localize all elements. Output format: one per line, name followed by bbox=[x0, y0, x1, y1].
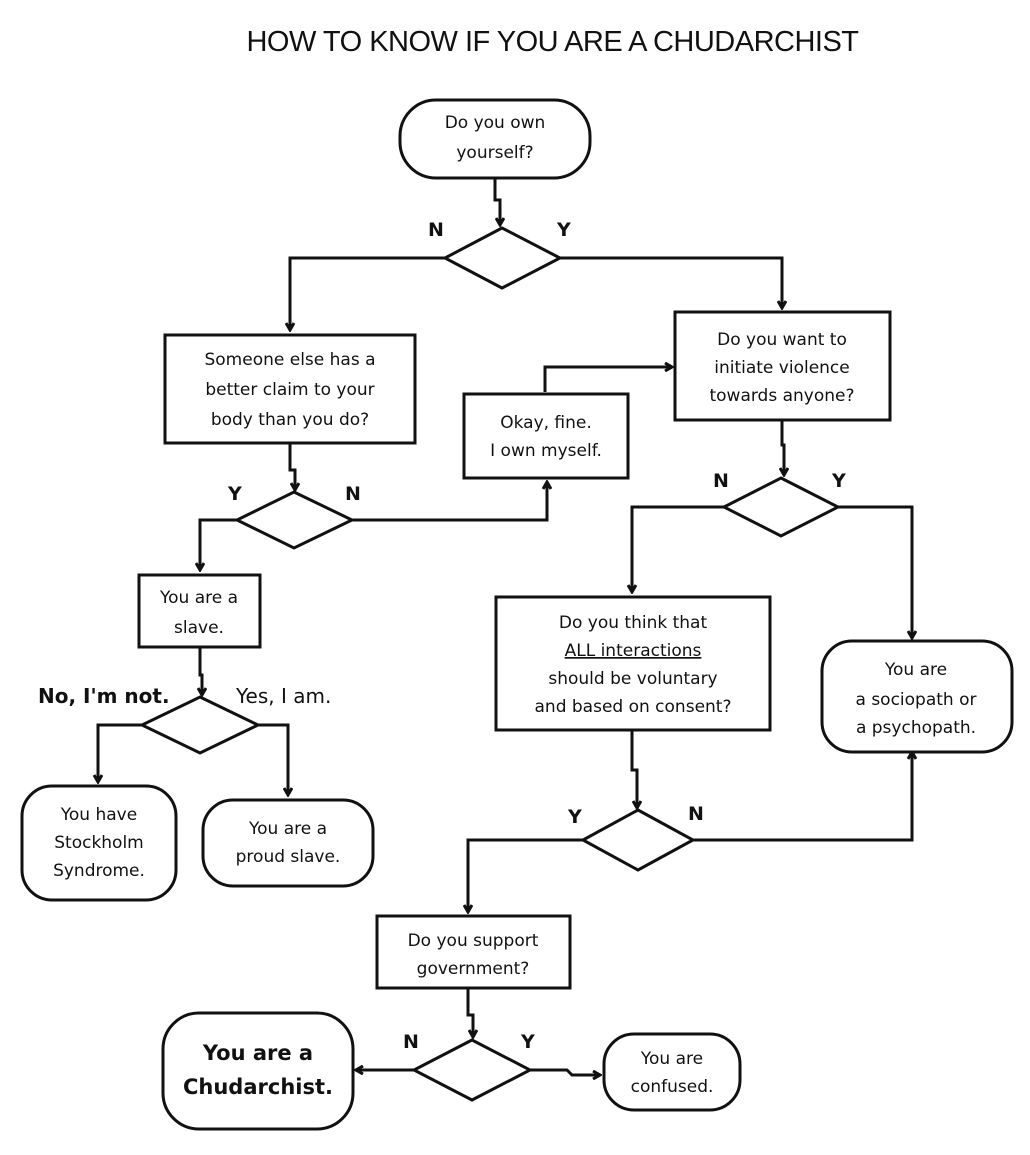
label-d1-y: Y bbox=[556, 219, 571, 241]
proud-slave-line-1: You are a bbox=[248, 819, 327, 839]
edge-better-claim-to-d2 bbox=[288, 444, 295, 490]
decision-own-yourself bbox=[441, 226, 564, 290]
label-d4-yes: Yes, I am. bbox=[235, 684, 331, 708]
proud-slave-line-2: proud slave. bbox=[236, 847, 341, 867]
decision-slave bbox=[138, 695, 262, 755]
support-government-line-1: Do you support bbox=[408, 931, 539, 951]
initiate-violence-line-1: Do you want to bbox=[717, 330, 847, 350]
edge-d1-to-initiate bbox=[560, 256, 782, 308]
initiate-violence-line-3: towards anyone? bbox=[709, 386, 854, 406]
node-proud-slave: You are a proud slave. bbox=[201, 798, 375, 888]
slave-line-1: You are a bbox=[159, 588, 238, 608]
slave-line-2: slave. bbox=[174, 618, 224, 638]
stockholm-line-3: Syndrome. bbox=[53, 861, 145, 881]
edge-support-gov-to-d6 bbox=[466, 988, 473, 1037]
node-all-interactions: Do you think that ALL interactions shoul… bbox=[494, 595, 772, 732]
better-claim-line-1: Someone else has a bbox=[204, 350, 375, 370]
own-yourself-line-2: yourself? bbox=[456, 143, 533, 163]
node-support-government: Do you support government? bbox=[375, 914, 572, 990]
node-confused: You are confused. bbox=[602, 1032, 742, 1112]
label-d6-y: Y bbox=[520, 1031, 535, 1053]
own-yourself-line-1: Do you own bbox=[445, 113, 546, 133]
okay-fine-line-2: I own myself. bbox=[490, 441, 602, 461]
label-d3-n: N bbox=[713, 470, 729, 492]
label-d5-y: Y bbox=[567, 806, 582, 828]
decision-support-government bbox=[410, 1038, 534, 1102]
node-chudarchist: You are a Chudarchist. bbox=[161, 1011, 355, 1131]
stockholm-line-1: You have bbox=[60, 805, 137, 825]
node-okay-fine: Okay, fine. I own myself. bbox=[462, 392, 630, 480]
all-interactions-line-3: should be voluntary bbox=[548, 669, 717, 689]
all-interactions-line-1: Do you think that bbox=[559, 613, 708, 633]
support-government-line-2: government? bbox=[417, 959, 530, 979]
sociopath-line-1: You are bbox=[884, 660, 947, 680]
node-sociopath: You are a sociopath or a psychopath. bbox=[820, 639, 1014, 754]
confused-line-1: You are bbox=[640, 1049, 703, 1069]
label-d4-no: No, I'm not. bbox=[38, 684, 170, 708]
label-d6-n: N bbox=[403, 1031, 419, 1053]
node-slave: You are a slave. bbox=[137, 573, 262, 649]
label-d2-n: N bbox=[345, 483, 361, 505]
better-claim-line-3: body than you do? bbox=[211, 410, 369, 430]
label-d1-n: N bbox=[428, 219, 444, 241]
edge-okay-fine-to-initiate bbox=[543, 367, 672, 392]
initiate-violence-line-2: initiate violence bbox=[714, 358, 850, 378]
decision-initiate-violence bbox=[720, 476, 842, 538]
node-stockholm: You have Stockholm Syndrome. bbox=[20, 784, 178, 902]
chudarchist-line-2: Chudarchist. bbox=[183, 1075, 333, 1099]
node-better-claim: Someone else has a better claim to your … bbox=[163, 333, 417, 445]
okay-fine-line-1: Okay, fine. bbox=[500, 413, 592, 433]
decision-better-claim bbox=[233, 490, 356, 550]
edge-d3-to-all-interactions bbox=[632, 505, 724, 592]
label-d5-n: N bbox=[688, 803, 704, 825]
edge-all-interactions-to-d5 bbox=[630, 730, 637, 808]
edge-d5-to-support-gov bbox=[468, 838, 583, 912]
edge-initiate-to-d3 bbox=[782, 421, 784, 475]
edge-d4-to-proud-slave bbox=[258, 723, 288, 795]
edge-d1-to-better-claim bbox=[290, 256, 445, 330]
better-claim-line-2: better claim to your bbox=[205, 380, 374, 400]
chudarchist-line-1: You are a bbox=[202, 1041, 313, 1065]
all-interactions-line-4: and based on consent? bbox=[535, 697, 732, 717]
edge-d2-to-okay-fine bbox=[352, 482, 547, 522]
page-title: HOW TO KNOW IF YOU ARE A CHUDARCHIST bbox=[246, 26, 859, 58]
confused-line-2: confused. bbox=[631, 1077, 714, 1097]
edge-d3-to-sociopath bbox=[838, 505, 912, 638]
edge-start-to-d1 bbox=[493, 178, 500, 225]
edge-d6-to-confused bbox=[530, 1068, 600, 1075]
sociopath-line-3: a psychopath. bbox=[856, 718, 976, 738]
stockholm-line-2: Stockholm bbox=[54, 833, 144, 853]
edge-d2-to-slave bbox=[200, 518, 237, 570]
edge-slave-to-d4 bbox=[200, 647, 202, 695]
label-d3-y: Y bbox=[831, 470, 846, 492]
decision-all-interactions bbox=[579, 808, 697, 872]
edge-d4-to-stockholm bbox=[98, 723, 142, 782]
sociopath-line-2: a sociopath or bbox=[856, 690, 977, 710]
all-interactions-line-2: ALL interactions bbox=[565, 641, 702, 661]
edge-d5-to-sociopath bbox=[693, 752, 912, 842]
label-d2-y: Y bbox=[227, 483, 242, 505]
node-initiate-violence: Do you want to initiate violence towards… bbox=[673, 310, 892, 422]
node-own-yourself: Do you own yourself? bbox=[398, 98, 592, 180]
